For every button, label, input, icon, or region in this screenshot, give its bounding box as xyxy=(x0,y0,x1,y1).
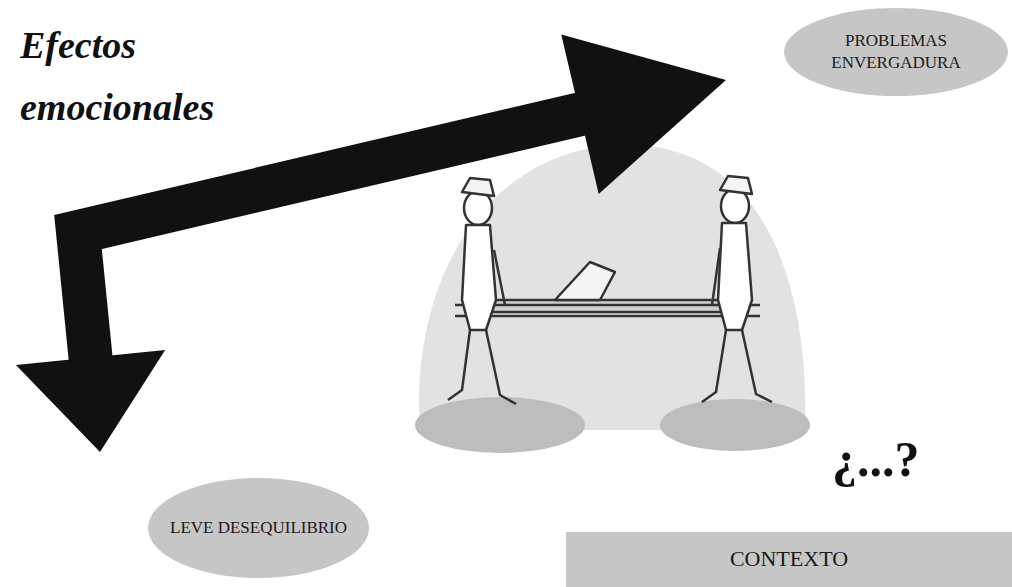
node-text: CONTEXTO xyxy=(730,545,848,574)
stretcher-bearers xyxy=(448,176,772,404)
node-text: PROBLEMAS ENVERGADURA xyxy=(784,30,1008,74)
question-mark-label: ¿...? xyxy=(832,430,920,488)
shadow xyxy=(660,399,810,451)
ellipse-node: LEVE DESEQUILIBRIO xyxy=(148,478,369,578)
node-text: LEVE DESEQUILIBRIO xyxy=(170,517,347,539)
background-blob xyxy=(419,144,805,430)
shadow xyxy=(415,397,585,453)
diagram-title: Efectos emocionales xyxy=(20,14,270,138)
ellipse-node: PROBLEMAS ENVERGADURA xyxy=(784,8,1008,96)
context-box: CONTEXTO xyxy=(566,532,1012,587)
